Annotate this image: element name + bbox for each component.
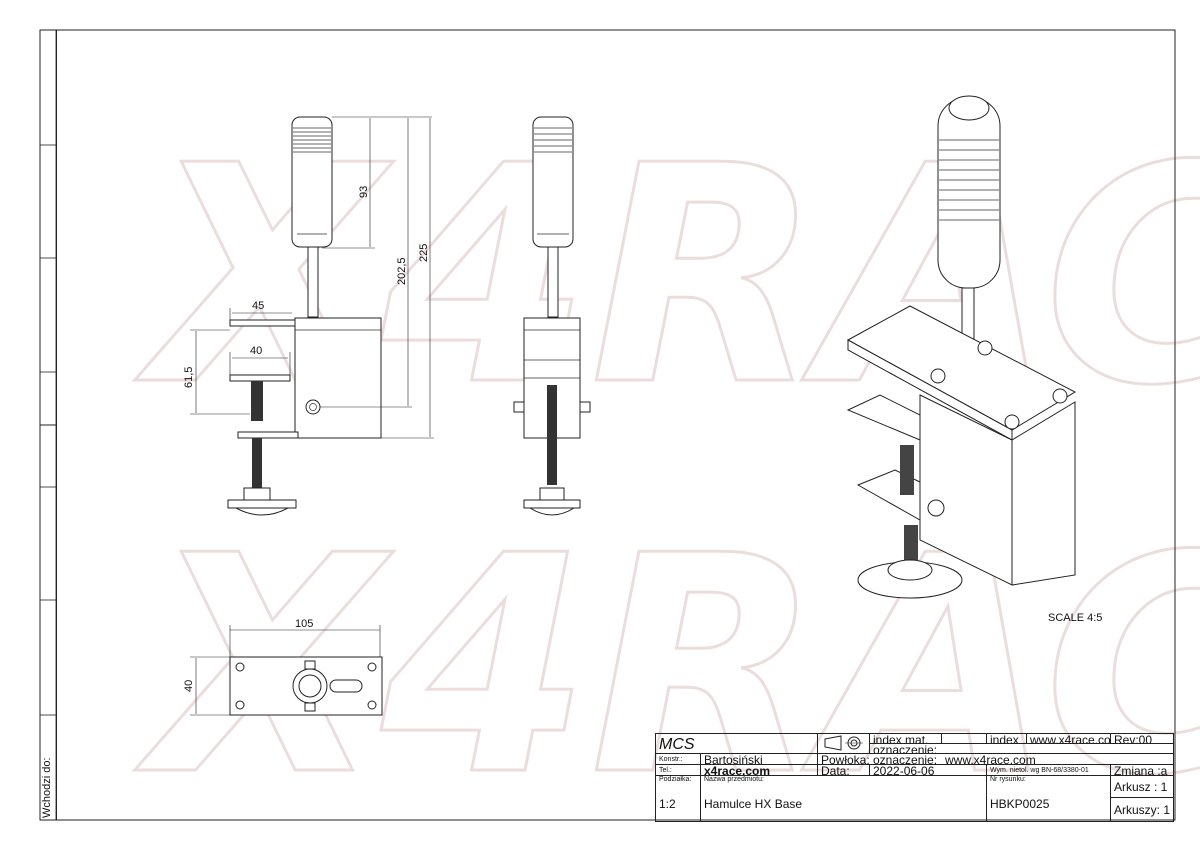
nr-value: HBKP0025 bbox=[990, 797, 1050, 811]
tolerance-note: Wym. nietol. wg BN-68/3380-01 bbox=[987, 765, 1111, 776]
podzialka-label: Podziałka: bbox=[659, 776, 692, 783]
left-margin-strip bbox=[40, 30, 57, 820]
podzialka-cell: Podziałka: 1:2 bbox=[656, 776, 701, 821]
arkusz: Arkusz : 1 bbox=[1111, 776, 1173, 798]
podzialka-value: 1:2 bbox=[659, 797, 676, 811]
index-label: index bbox=[987, 734, 1027, 744]
svg-text:225: 225 bbox=[418, 244, 430, 262]
rev: Rev:00 bbox=[1111, 734, 1173, 744]
svg-text:40: 40 bbox=[183, 680, 195, 692]
svg-text:202,5: 202,5 bbox=[396, 257, 408, 285]
tel-value: x4race.com bbox=[701, 765, 818, 776]
title-block: MCS index mat. index www.x4race.com Rev:… bbox=[655, 733, 1174, 822]
oznaczenie-value bbox=[942, 744, 1173, 754]
powloka-label: Powłoka: bbox=[818, 754, 870, 765]
svg-text:93: 93 bbox=[358, 186, 370, 198]
nazwa-value: Hamulce HX Base bbox=[704, 797, 803, 811]
nazwa-label: Nazwa przedmiotu: bbox=[704, 776, 764, 783]
front-view bbox=[513, 116, 591, 516]
index-value: www.x4race.com bbox=[1027, 734, 1111, 744]
company: MCS bbox=[656, 734, 818, 754]
konstr-value: Bartosiński bbox=[701, 754, 818, 765]
index-mat-label: index mat. bbox=[870, 734, 942, 744]
data-value: 2022-06-06 bbox=[870, 765, 987, 776]
oznaczenie-value-2: www.x4race.com bbox=[942, 754, 1173, 765]
oznaczenie-label-2: oznaczenie: bbox=[870, 754, 942, 765]
nazwa-cell: Nazwa przedmiotu: Hamulce HX Base bbox=[701, 776, 987, 821]
nr-cell: Nr rysunku: HBKP0025 bbox=[987, 776, 1111, 821]
side-view: 93 202,5 225 45 40 61,5 bbox=[183, 116, 434, 516]
side-label: Wchodzi do: bbox=[41, 757, 53, 818]
tel-label: Tel.: bbox=[656, 765, 701, 776]
zmiana: Zmiana :a bbox=[1111, 765, 1173, 776]
svg-text:40: 40 bbox=[250, 345, 262, 357]
svg-text:45: 45 bbox=[252, 300, 264, 312]
svg-text:61,5: 61,5 bbox=[183, 367, 195, 388]
index-mat-value bbox=[942, 734, 987, 744]
nr-label: Nr rysunku: bbox=[990, 776, 1026, 783]
scale-note: SCALE 4:5 bbox=[1048, 612, 1103, 624]
oznaczenie-label: oznaczenie: bbox=[870, 744, 942, 754]
svg-text:105: 105 bbox=[295, 618, 313, 630]
top-view: 105 40 bbox=[183, 618, 383, 716]
projection-symbol-icon bbox=[818, 734, 870, 754]
konstr-label: Konstr.: bbox=[656, 754, 701, 765]
data-label: Data: bbox=[818, 765, 870, 776]
isometric-view bbox=[846, 95, 1077, 599]
arkuszy: Arkuszy: 1 bbox=[1114, 803, 1171, 817]
